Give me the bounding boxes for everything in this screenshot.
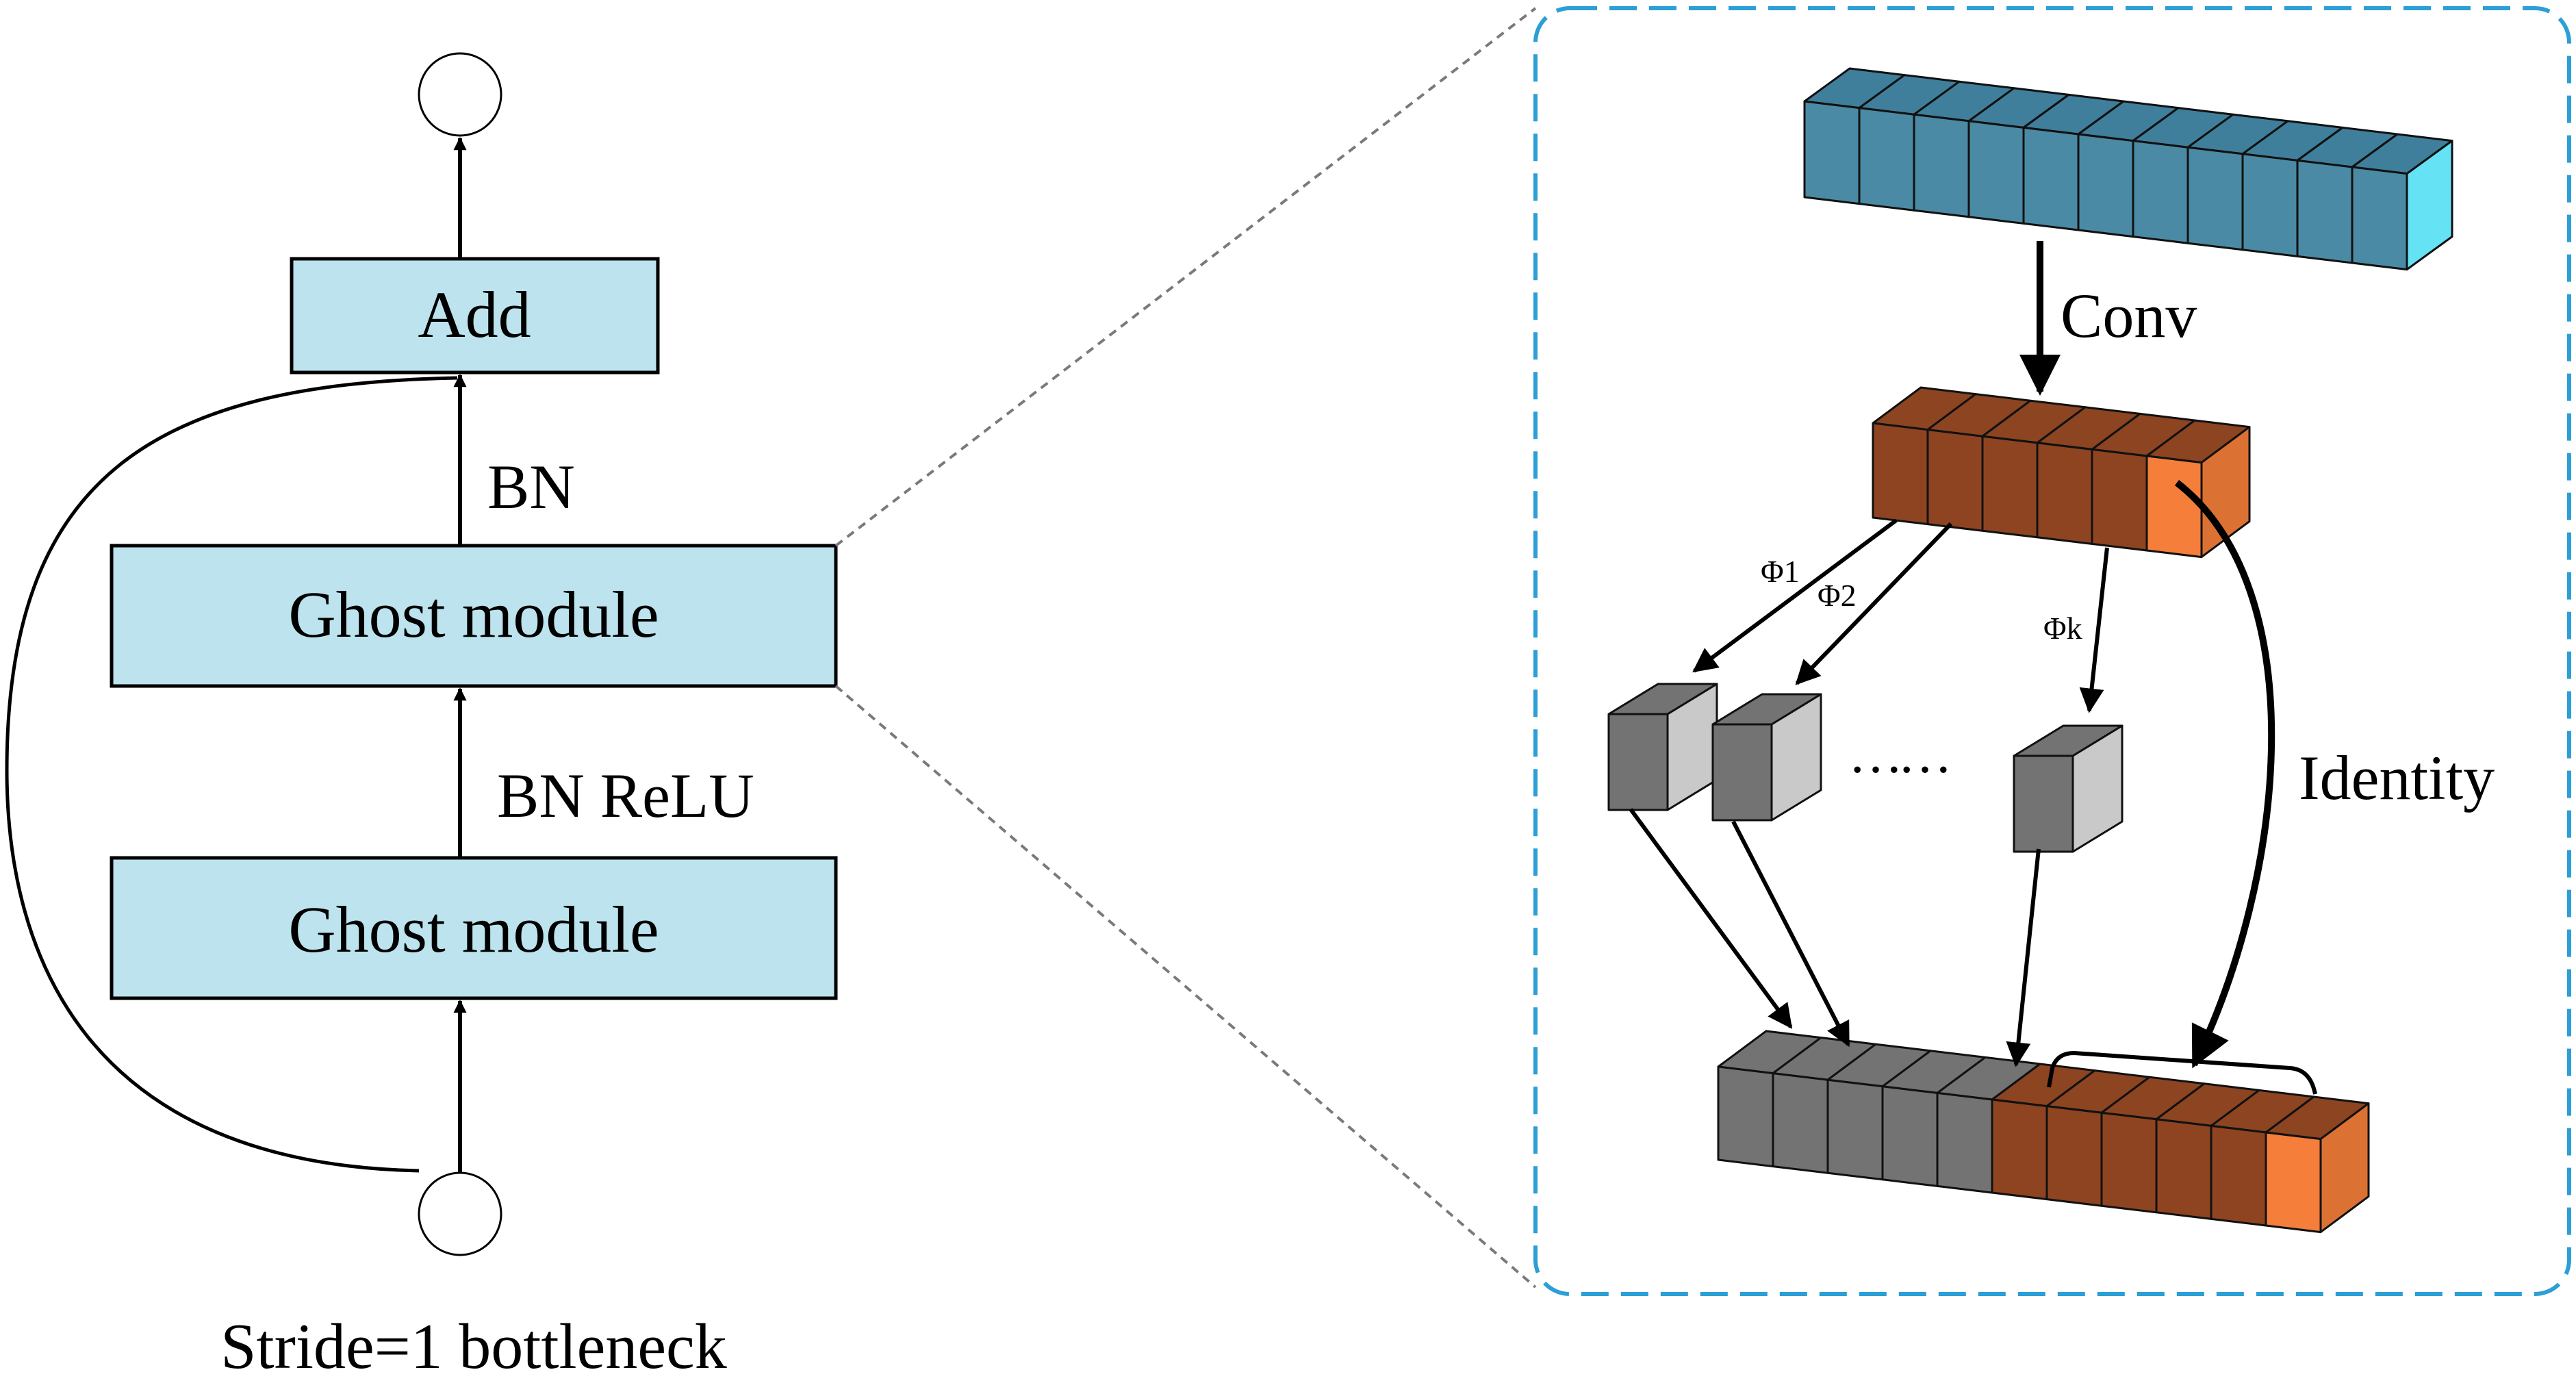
output-intrinsic-cube-3-front [2100,1111,2158,1214]
input-map-cube-11-front [2351,166,2408,271]
bn-label: BN [487,452,575,522]
ghost-module-box-bottom [110,856,838,1000]
output-intrinsic-cube-1-front [1991,1098,2048,1201]
ghost-cube-2-front [1711,723,1773,822]
output-intrinsic-cube-2-front [2045,1105,2103,1207]
input-map-cube-9-front [2241,153,2299,257]
output-intrinsic-cube-6-front [2265,1131,2322,1234]
phi1-arrow [1692,518,1898,673]
output-ghost-cube-5-front [1936,1091,1993,1194]
add-label: Add [418,278,531,351]
output-ghost-cube-1-front [1717,1065,1774,1168]
residual-connection [5,376,458,1173]
ghost-module-bottom-label: Ghost module [288,893,659,966]
input-map-cube-8-front [2186,146,2244,251]
add-box [290,257,660,375]
phik-arrow [2079,547,2109,713]
output-node [418,52,502,137]
input-map-cube-3-front [1913,113,1970,218]
output-ghost-cube-3-front [1826,1078,1884,1181]
caption: Stride=1 bottleneck [220,1311,727,1382]
zoom-guide-bottom [834,685,1537,1289]
phi2-label: Φ2 [1818,578,1857,613]
input-map-cube-6-front [2077,133,2134,238]
output-intrinsic-cube-6-side [2319,1102,2370,1234]
ghost-cube-3-side [2071,724,2124,853]
identity-arrow [2174,480,2275,1069]
identity-label: Identity [2299,743,2495,813]
ghost-cube-1-front [1607,713,1669,811]
input-node [418,1171,502,1256]
input-map-cube-5-front [2022,126,2080,231]
input-map-cube-2-front [1858,107,1915,212]
feature-map-cubes [1607,67,2453,1234]
ghost-cube-3-front [2013,754,2074,853]
output-ghost-cube-4-front [1881,1085,1939,1187]
phi1-label: Φ1 [1761,554,1800,589]
bottleneck-block: Add Ghost module Ghost module BN BN ReLU… [5,52,838,1382]
intrinsic-map-cube-5-front [2091,448,2148,552]
ghostk-to-output-arrow [2006,848,2041,1067]
ghost2-to-output-arrow [1731,820,1850,1048]
input-map-end-face [2406,140,2453,271]
detail-panel-border [1533,6,2571,1296]
phi2-arrow [1795,522,1953,685]
output-ghost-cube-2-front [1772,1072,1829,1174]
ghost-module-top-label: Ghost module [288,578,659,651]
input-map-cube-1-front [1803,100,1861,205]
output-intrinsic-cube-5-front [2210,1124,2267,1227]
ghost-module-box-top [110,544,838,688]
ghost-module-detail: Conv Φ1 Φ2 Φk …… Identity [1533,6,2571,1296]
input-map-cube-4-front [1967,120,2025,225]
intrinsic-map-cube-6-front [2145,455,2203,559]
ghost-cube-2-side [1770,693,1822,822]
intrinsic-map-cube-4-front [2036,442,2093,545]
bn-relu-label: BN ReLU [497,761,754,830]
intrinsic-map-cube-1-front [1872,422,1929,526]
output-intrinsic-cube-4-front [2155,1118,2212,1220]
phik-label: Φk [2043,611,2082,646]
conv-label: Conv [2061,281,2197,351]
intrinsic-map-cube-3-front [1981,435,2039,539]
input-map-cube-7-front [2132,140,2189,244]
identity-bracket [2047,1050,2317,1095]
ghost1-to-output-arrow [1629,808,1793,1029]
zoom-guide-top [834,7,1537,547]
input-map-cube-10-front [2296,159,2354,264]
intrinsic-map-cube-2-front [1926,429,1984,532]
ellipsis-label: …… [1848,724,1947,785]
